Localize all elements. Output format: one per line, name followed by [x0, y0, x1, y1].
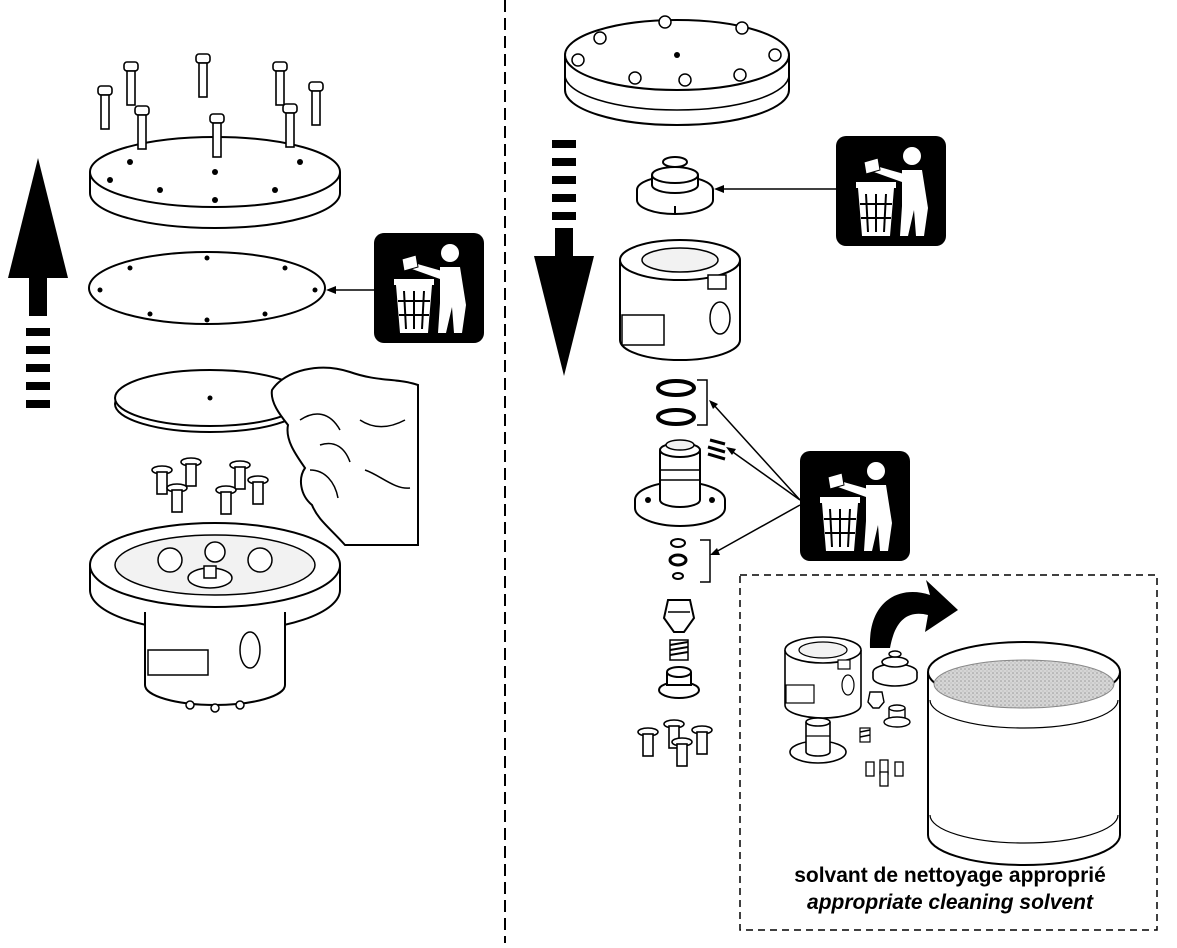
caption-french: solvant de nettoyage approprié — [794, 864, 1106, 887]
small-pins — [707, 438, 726, 461]
diaphragm-disc — [114, 369, 306, 433]
pump-base — [89, 522, 341, 713]
valve-bolts — [637, 719, 713, 767]
trash-bin-icon-top-right — [835, 135, 947, 247]
disposal-pointers — [709, 400, 801, 555]
o-rings-upper — [656, 379, 708, 426]
dashed-up-arrow-icon — [8, 158, 68, 408]
curved-arrow-icon — [869, 580, 958, 648]
valve-seat — [634, 439, 726, 527]
short-screws — [151, 457, 269, 515]
valve-insert — [636, 156, 714, 215]
caption-english: appropriate cleaning solvent — [807, 891, 1093, 914]
valve-housing — [619, 239, 741, 361]
o-rings-lower — [668, 538, 711, 583]
parts-to-clean — [784, 636, 918, 787]
trash-bin-icon-left — [373, 232, 485, 344]
gasket — [88, 251, 326, 325]
valve-cover-plate — [564, 15, 790, 126]
solvent-panel — [739, 574, 1158, 931]
solvent-bucket — [927, 641, 1121, 866]
valve-base-cap — [658, 666, 700, 699]
dashed-down-arrow-icon — [534, 140, 594, 376]
valve-poppet — [662, 599, 696, 633]
valve-spring — [669, 639, 689, 661]
cleaning-cloth-hand-icon — [270, 366, 419, 546]
solvent-caption: solvant de nettoyage approprié appropria… — [748, 862, 1152, 916]
trash-bin-icon-bottom-right — [799, 450, 911, 562]
cover-plate — [89, 136, 341, 229]
